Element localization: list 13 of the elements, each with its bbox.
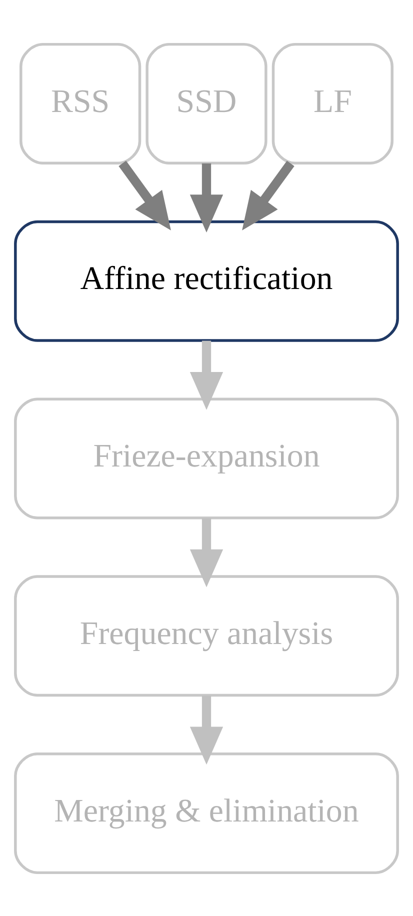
arrow <box>190 695 224 764</box>
node-box: Frequency analysis <box>14 574 399 696</box>
arrow <box>190 518 224 587</box>
arrow <box>118 160 171 230</box>
node-box: RSS <box>20 42 142 164</box>
node-box: SSD <box>146 42 268 164</box>
node-box: Merging & elimination <box>14 752 399 874</box>
node-box: Frieze-expansion <box>14 397 399 519</box>
node-box: LF <box>272 42 394 164</box>
arrow <box>242 160 294 230</box>
node-box: Affine rectification <box>14 220 399 342</box>
arrow <box>190 162 224 232</box>
arrow <box>190 340 224 410</box>
